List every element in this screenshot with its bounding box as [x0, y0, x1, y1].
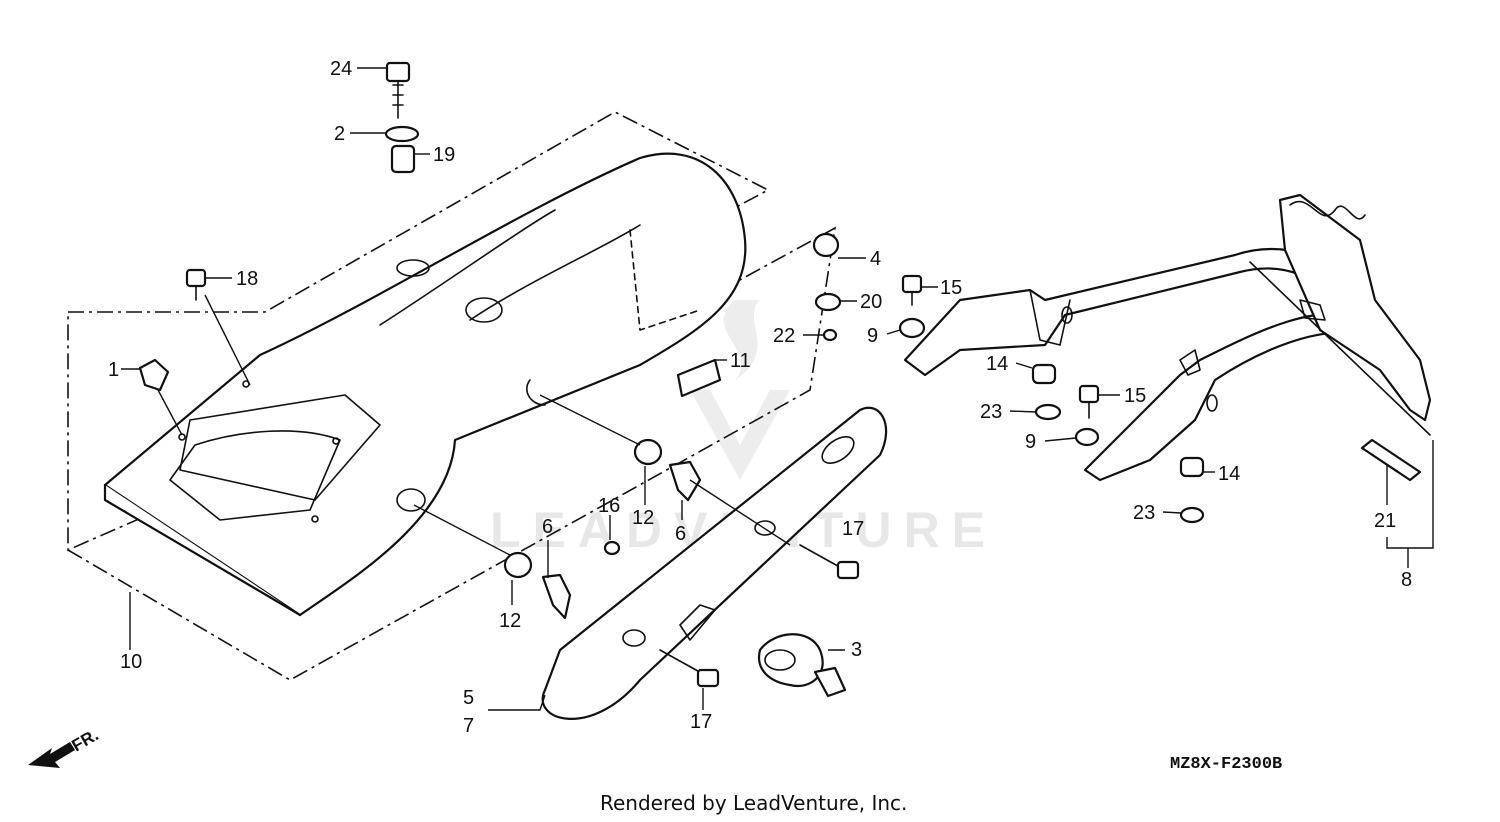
catch-6a	[668, 460, 702, 502]
callout-22: 22	[773, 325, 795, 347]
callout-20: 20	[860, 291, 882, 313]
bolt-18	[185, 268, 207, 301]
callout-24: 24	[330, 58, 352, 80]
callout-15-lower: 15	[1124, 385, 1146, 407]
clip-1	[138, 358, 170, 392]
callout-5: 5	[463, 687, 474, 709]
callout-17-upper: 17	[842, 518, 864, 540]
grommet-12b	[503, 551, 533, 579]
callout-7: 7	[463, 715, 474, 737]
callout-19: 19	[433, 144, 455, 166]
collar-23a	[1034, 403, 1062, 421]
collar-19	[390, 144, 416, 174]
callout-17-lower: 17	[690, 711, 712, 733]
catch-6b	[541, 573, 572, 620]
screw-22	[822, 328, 838, 342]
grommet-9a	[898, 317, 926, 339]
callout-23-upper: 23	[980, 401, 1002, 423]
callout-15-upper: 15	[940, 277, 962, 299]
front-arrow-icon	[28, 742, 75, 768]
pipe-21	[1360, 438, 1422, 482]
diagram-code: MZ8X-F2300B	[1170, 755, 1282, 774]
callout-4: 4	[870, 248, 881, 270]
bolt-24	[385, 61, 411, 119]
screw-16	[603, 540, 621, 556]
grommet-9b	[1074, 427, 1100, 447]
callout-9-lower: 9	[1025, 431, 1036, 453]
callout-6-right: 6	[675, 523, 686, 545]
callout-18: 18	[236, 268, 258, 290]
washer-20	[814, 292, 842, 312]
front-label: FR.	[69, 725, 102, 755]
callout-1: 1	[108, 359, 119, 381]
rubber-mount-14b	[1179, 456, 1205, 478]
callout-9-upper: 9	[867, 325, 878, 347]
rear-fender	[103, 152, 747, 617]
callout-3: 3	[851, 639, 862, 661]
seat-lock	[757, 633, 847, 698]
fender-assembly-boundary-lower	[67, 226, 837, 681]
footer-credit: Rendered by LeadVenture, Inc.	[600, 791, 907, 815]
reflector-11	[676, 358, 722, 398]
callout-10: 10	[120, 651, 142, 673]
front-direction-indicator: FR.	[28, 725, 102, 768]
callout-14-lower: 14	[1218, 463, 1240, 485]
washer-2	[384, 125, 420, 143]
callout-12-upper: 12	[632, 507, 654, 529]
watermark-logo	[690, 300, 790, 480]
callout-16: 16	[598, 495, 620, 517]
grommet-12a	[633, 438, 663, 466]
callout-6-left: 6	[542, 516, 553, 538]
callout-8: 8	[1401, 569, 1412, 591]
rubber-mount-14a	[1031, 363, 1057, 385]
callout-14-upper: 14	[986, 353, 1008, 375]
grommet-4	[812, 232, 840, 258]
collar-23b	[1179, 506, 1205, 524]
callout-21: 21	[1374, 510, 1396, 532]
bolt-15a	[901, 274, 923, 306]
grab-rail	[541, 406, 888, 720]
callout-11: 11	[730, 350, 751, 372]
callout-2: 2	[334, 123, 345, 145]
bolt-15b	[1078, 384, 1100, 419]
callout-12-lower: 12	[499, 610, 521, 632]
bolt-17a	[799, 544, 860, 580]
rear-frame	[903, 193, 1432, 482]
callout-23-lower: 23	[1133, 502, 1155, 524]
bolt-17b	[659, 649, 720, 688]
callout-labels: 24 2 19 18 1 10 4 20 22 11 15 9 14 23 15…	[108, 58, 1412, 737]
leader-lines	[121, 67, 1434, 711]
